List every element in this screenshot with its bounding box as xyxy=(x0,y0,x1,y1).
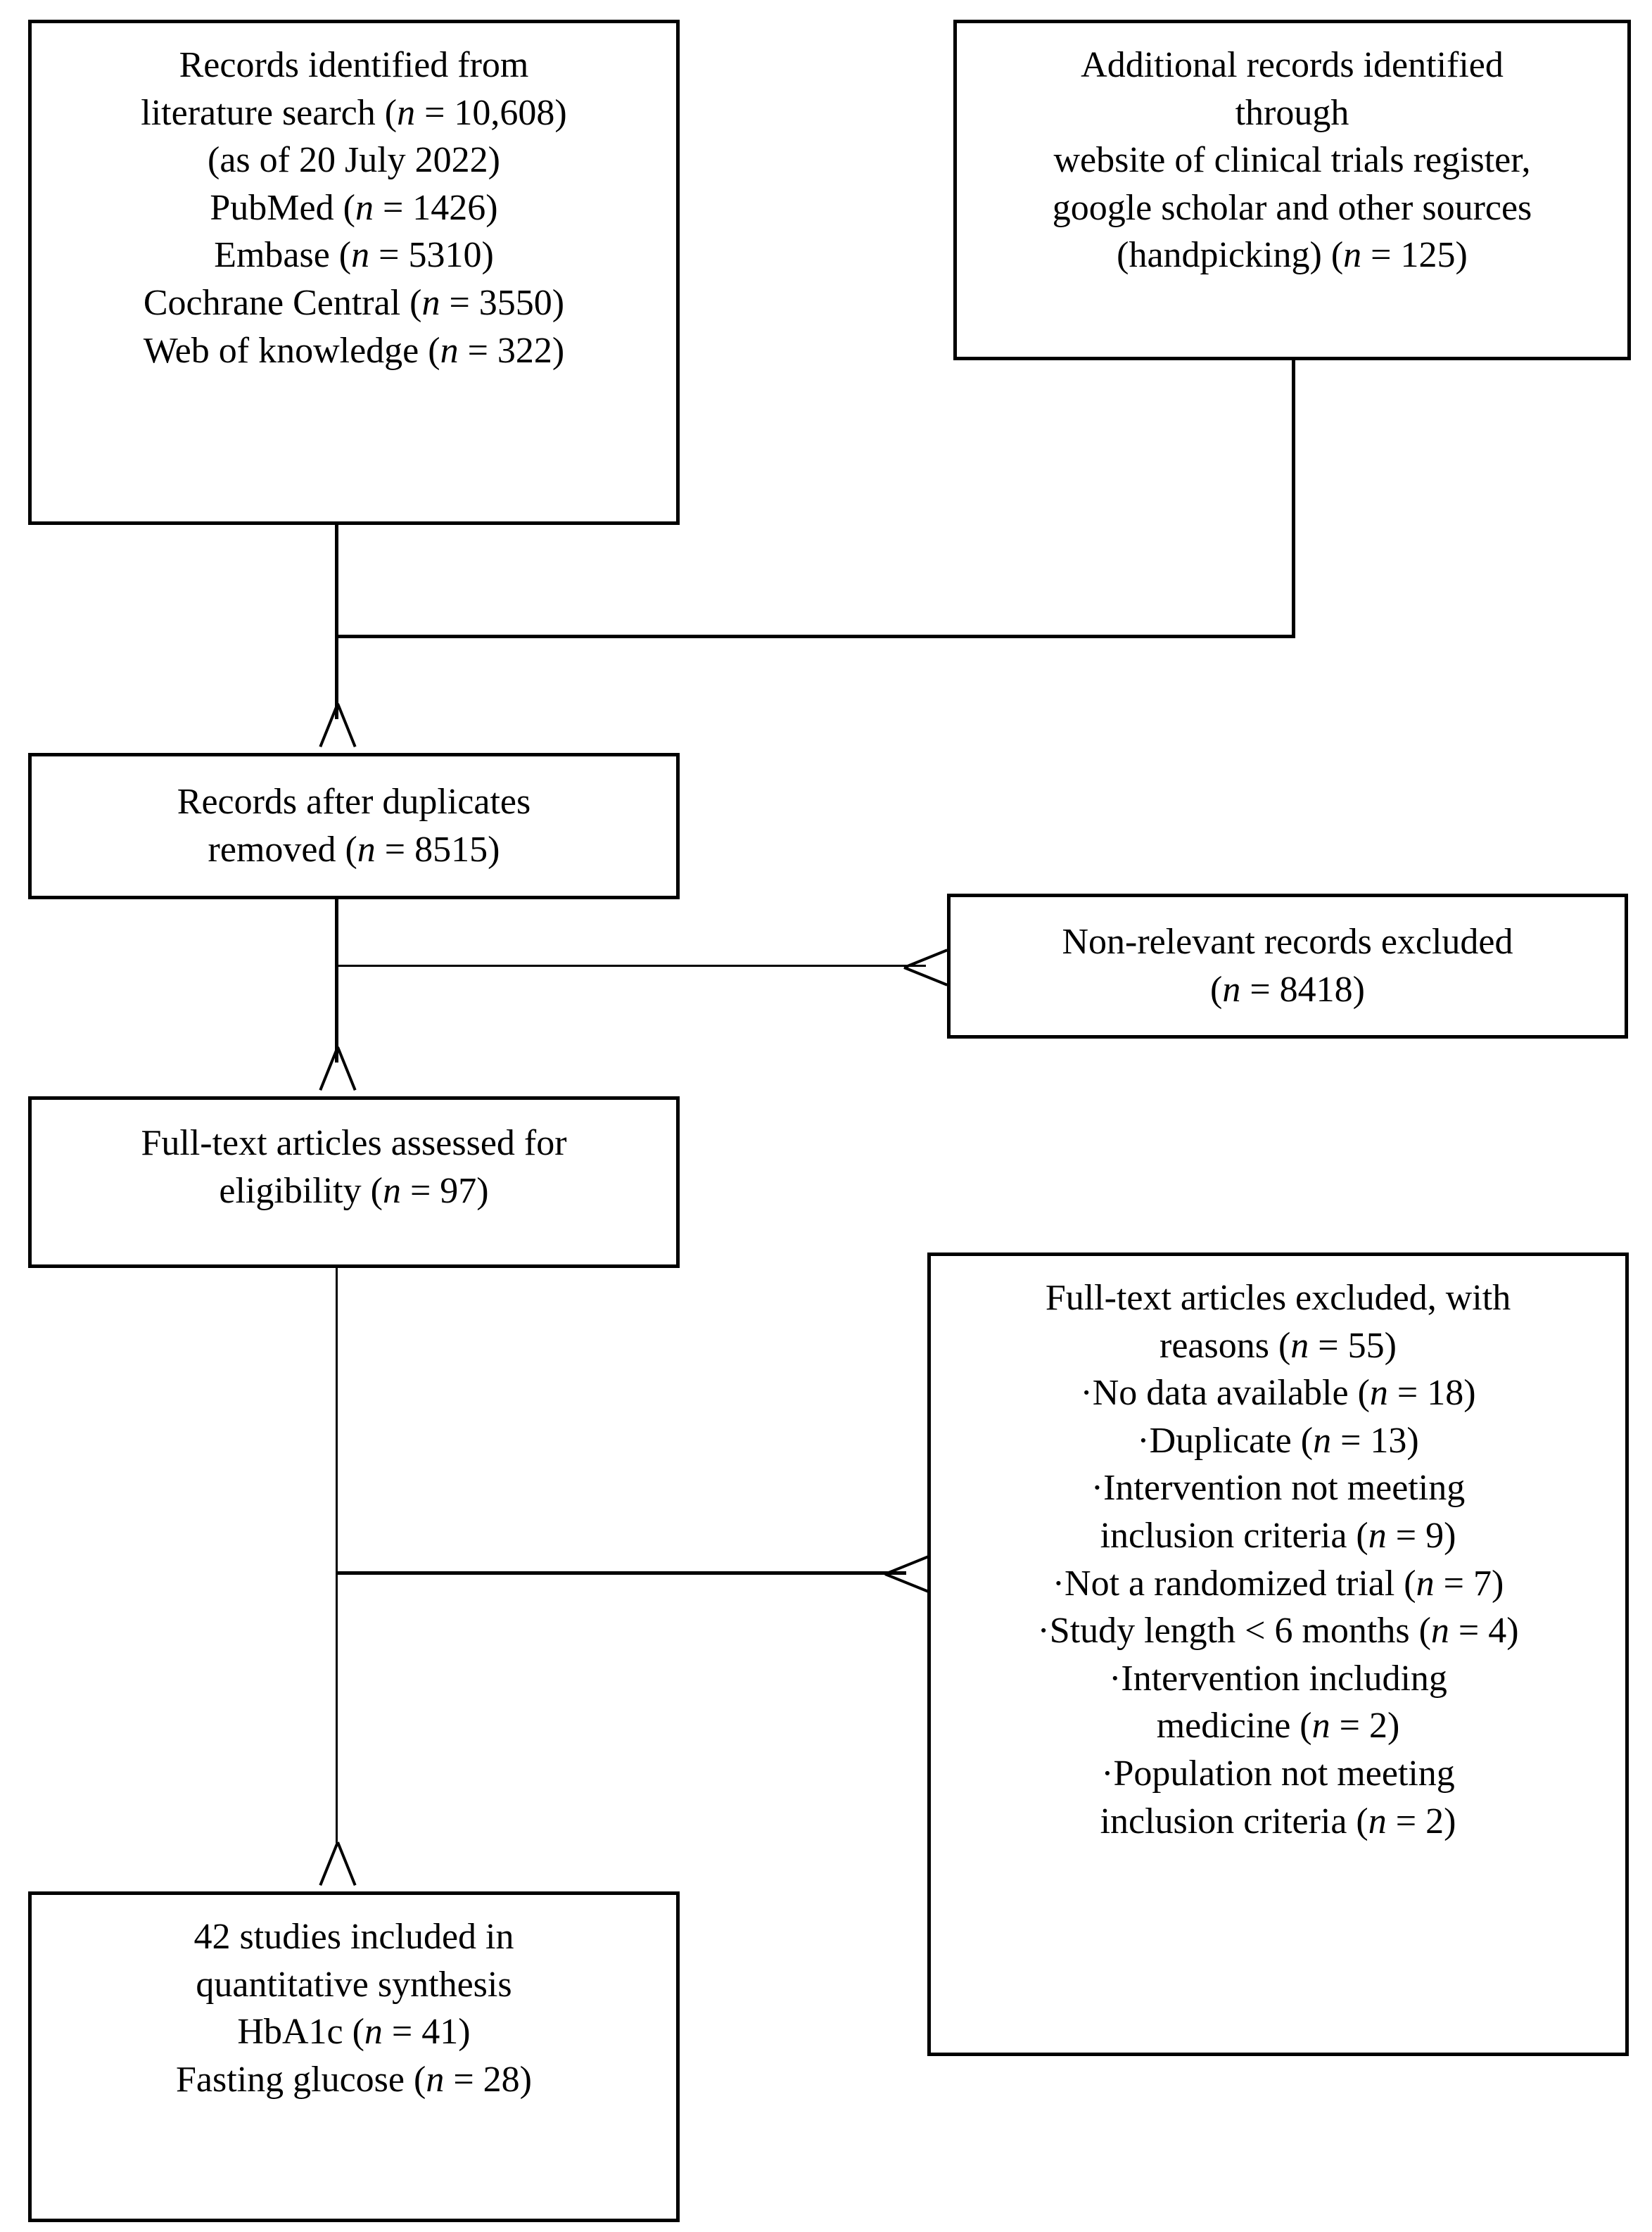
connector-additional-down xyxy=(1292,360,1295,638)
line: Full-text articles assessed for xyxy=(141,1123,567,1163)
records-identified-text: Records identified from literature searc… xyxy=(32,42,676,374)
node-full-text-assessed: Full-text articles assessed for eligibil… xyxy=(28,1096,680,1268)
line: Additional records identified xyxy=(1081,45,1504,85)
line: ·Population not meeting xyxy=(1101,1753,1455,1794)
full-text-excluded-text: Full-text articles excluded, with reason… xyxy=(931,1274,1625,1845)
line: Full-text articles excluded, with xyxy=(1045,1278,1511,1318)
connector-to-non-relevant xyxy=(336,965,926,967)
arrowhead-into-deduped xyxy=(314,704,358,747)
line: eligibility (n = 97) xyxy=(219,1170,489,1211)
line: removed (n = 8515) xyxy=(208,830,500,870)
connector-additional-to-trunk xyxy=(335,635,1295,638)
line: (handpicking) (n = 125) xyxy=(1117,235,1468,276)
non-relevant-excluded-text: Non-relevant records excluded (n = 8418) xyxy=(951,918,1625,1013)
full-text-assessed-text: Full-text articles assessed for eligibil… xyxy=(32,1120,676,1215)
line: Fasting glucose (n = 28) xyxy=(176,2059,532,2100)
node-additional-records: Additional records identified through we… xyxy=(953,20,1631,360)
node-non-relevant-excluded: Non-relevant records excluded (n = 8418) xyxy=(947,894,1628,1039)
line: ·Study length < 6 months (n = 4) xyxy=(1037,1611,1519,1651)
connector-deduped-down xyxy=(335,899,338,1063)
line: inclusion criteria (n = 9) xyxy=(1100,1515,1456,1556)
line: 42 studies included in xyxy=(193,1917,514,1957)
line: ·No data available (n = 18) xyxy=(1080,1373,1476,1414)
line: Records after duplicates xyxy=(177,782,531,823)
arrowhead-into-excluded-reasons xyxy=(885,1551,929,1594)
line: Embase (n = 5310) xyxy=(214,235,494,276)
connector-identified-down xyxy=(335,525,338,719)
line: ·Duplicate (n = 13) xyxy=(1137,1420,1419,1461)
line: Non-relevant records excluded xyxy=(1062,922,1513,963)
line: website of clinical trials register, xyxy=(1053,140,1531,181)
studies-included-text: 42 studies included in quantitative synt… xyxy=(32,1913,676,2103)
arrowhead-into-non-relevant xyxy=(904,944,948,988)
arrowhead-into-included xyxy=(314,1842,358,1886)
line: reasons (n = 55) xyxy=(1159,1325,1397,1366)
node-full-text-excluded: Full-text articles excluded, with reason… xyxy=(927,1253,1629,2056)
node-records-identified: Records identified from literature searc… xyxy=(28,20,680,525)
connector-fulltext-down xyxy=(336,1267,338,1843)
additional-records-text: Additional records identified through we… xyxy=(957,42,1627,279)
node-records-after-duplicates: Records after duplicates removed (n = 85… xyxy=(28,753,680,899)
line: literature search (n = 10,608) xyxy=(141,92,567,133)
records-after-duplicates-text: Records after duplicates removed (n = 85… xyxy=(32,778,676,873)
line: Cochrane Central (n = 3550) xyxy=(143,282,565,323)
line: (as of 20 July 2022) xyxy=(208,140,500,181)
line: ·Intervention not meeting xyxy=(1091,1468,1466,1509)
line: PubMed (n = 1426) xyxy=(210,187,498,228)
line: Web of knowledge (n = 322) xyxy=(143,330,565,371)
line: ·Not a randomized trial (n = 7) xyxy=(1052,1563,1504,1604)
line: HbA1c (n = 41) xyxy=(237,2012,471,2053)
line: ·Intervention including xyxy=(1109,1658,1447,1699)
line: google scholar and other sources xyxy=(1052,187,1532,228)
line: quantitative synthesis xyxy=(196,1964,512,2005)
line: medicine (n = 2) xyxy=(1156,1706,1400,1746)
line: Records identified from xyxy=(179,45,529,85)
connector-to-excluded-reasons xyxy=(336,1571,906,1575)
line: (n = 8418) xyxy=(1210,970,1365,1010)
node-studies-included: 42 studies included in quantitative synt… xyxy=(28,1891,680,2222)
arrowhead-into-fulltext xyxy=(314,1047,358,1091)
line: through xyxy=(1235,92,1349,133)
line: inclusion criteria (n = 2) xyxy=(1100,1801,1456,1841)
